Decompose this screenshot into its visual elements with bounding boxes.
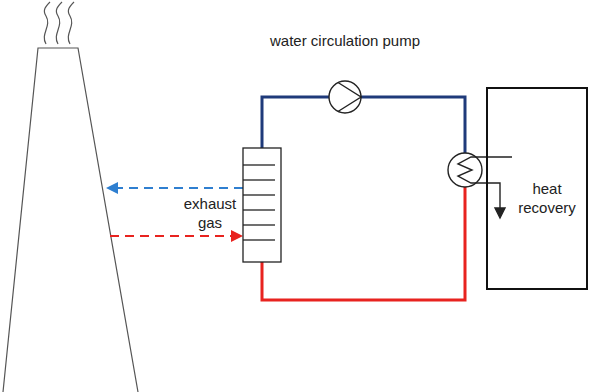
hot-pipe xyxy=(262,187,465,300)
heat-exchanger-symbol xyxy=(448,153,512,218)
pump-label: water circulation pump xyxy=(255,31,435,50)
exhaust-heat-exchanger xyxy=(243,148,281,262)
node-text: heat recovery xyxy=(514,179,580,217)
chimney xyxy=(3,2,138,392)
pump-symbol xyxy=(329,81,361,113)
heat-recovery-box: heat recovery xyxy=(486,87,588,290)
flow-label: exhaust gas xyxy=(172,194,248,232)
cold-pipe xyxy=(262,97,465,153)
